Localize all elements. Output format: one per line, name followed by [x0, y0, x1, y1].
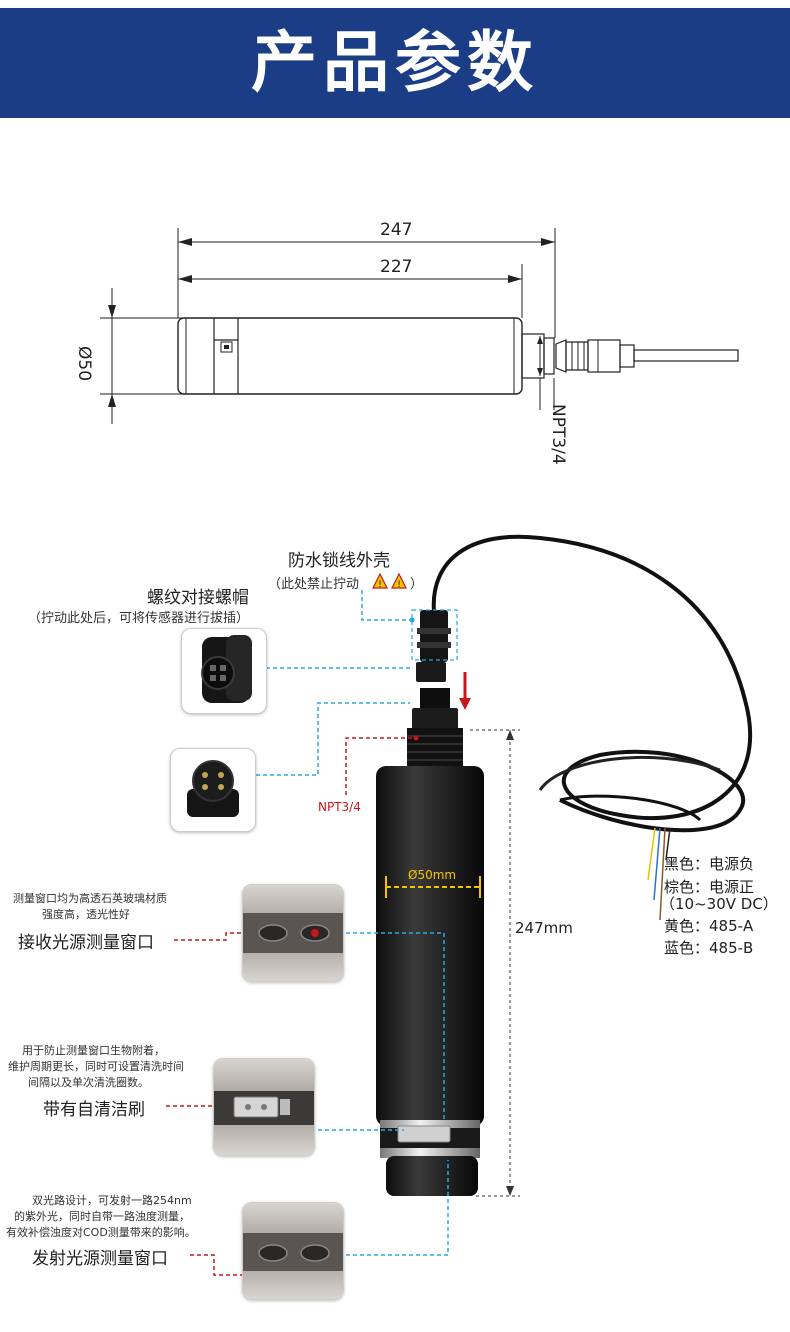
- emit-note-line-1: 双光路设计，可发射一路254nm: [32, 1194, 192, 1207]
- wire-yellow-label: 黄色：485-A: [664, 917, 754, 935]
- cap-connector-image: [181, 628, 267, 714]
- wire-blue-label: 蓝色：485-B: [664, 939, 754, 957]
- body-length-dimension: 227: [380, 257, 413, 277]
- length-label: 247mm: [515, 919, 573, 937]
- technical-drawing: [100, 228, 739, 424]
- receive-label: 接收光源测量窗口: [18, 933, 154, 953]
- cap-note: （拧动此处后，可将传感器进行拔插）: [28, 611, 250, 626]
- brush-note-line-1: 用于防止测量窗口生物附着，: [22, 1044, 165, 1057]
- receive-window-image: [242, 884, 344, 982]
- emit-label: 发射光源测量窗口: [32, 1249, 168, 1269]
- warning-icon: ! !: [372, 573, 407, 589]
- svg-text:!: !: [397, 580, 401, 589]
- thread-label: NPT3/4: [318, 800, 361, 814]
- overall-length-dimension: 247: [380, 220, 413, 240]
- header-banner: [0, 8, 790, 118]
- page-title: 产品参数: [251, 24, 539, 101]
- housing-note-suffix: ）: [410, 577, 424, 592]
- brush-note-line-2: 维护周期更长，同时可设置清洗时间: [8, 1060, 184, 1073]
- wire-brown-voltage: （10~30V DC）: [660, 895, 778, 913]
- wire-brown-label: 棕色：电源正: [664, 878, 755, 896]
- emit-note-line-3: 有效补偿浊度对COD测量带来的影响。: [6, 1226, 196, 1239]
- pin-plug-image: [170, 748, 256, 832]
- diameter-label: Ø50mm: [408, 868, 457, 882]
- receive-note-line-1: 测量窗口均为高透石英玻璃材质: [13, 892, 167, 905]
- brush-label: 带有自清洁刷: [43, 1100, 145, 1120]
- brush-note-line-3: 间隔以及单次清洗圈数。: [28, 1076, 149, 1089]
- svg-text:!: !: [378, 580, 382, 589]
- housing-note-prefix: （此处禁止拧动: [268, 577, 360, 592]
- receive-note-line-2: 强度高，透光性好: [42, 908, 130, 921]
- emit-note-line-2: 的紫外光，同时自带一路浊度测量，: [14, 1210, 190, 1223]
- housing-label: 防水锁线外壳: [288, 551, 390, 571]
- brush-image: [213, 1058, 315, 1156]
- emit-window-image: [242, 1202, 344, 1300]
- cap-label: 螺纹对接螺帽: [147, 588, 249, 608]
- wire-black-label: 黑色：电源负: [664, 855, 755, 873]
